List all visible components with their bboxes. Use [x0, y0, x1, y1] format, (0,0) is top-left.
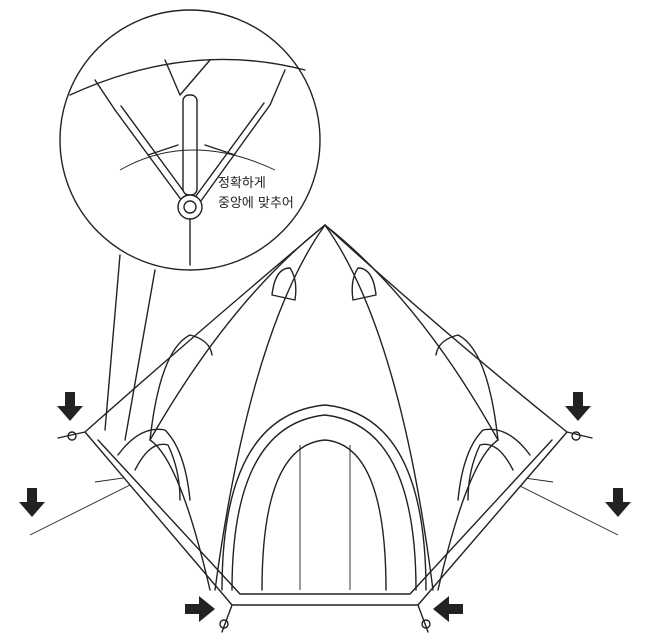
callout-text-line-1: 정확하게 — [218, 176, 266, 191]
arrow-down-icon — [565, 392, 591, 421]
arrow-down-icon — [605, 488, 631, 517]
arrow-down-icon — [19, 488, 45, 517]
direction-arrows — [19, 392, 631, 622]
detail-callout — [59, 9, 321, 441]
callout-text-line-2: 중앙에 맞추어 — [218, 196, 294, 211]
tent-body — [57, 224, 593, 633]
arrow-right-icon — [185, 596, 215, 622]
arrow-down-icon — [57, 392, 83, 421]
arrow-left-icon — [433, 596, 463, 622]
